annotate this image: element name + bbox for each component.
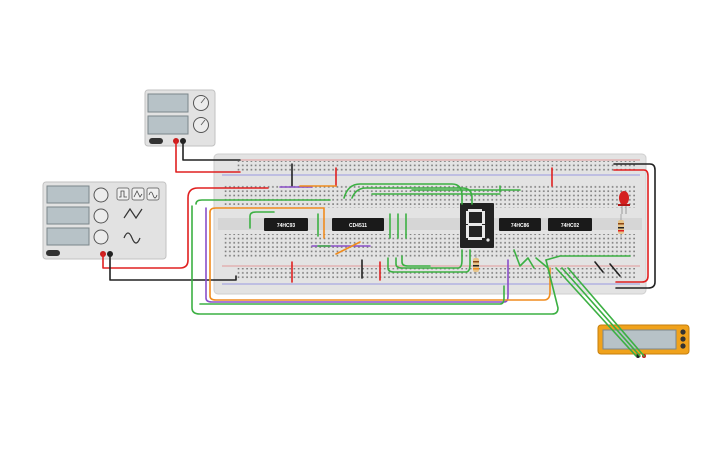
offset-display bbox=[46, 227, 90, 246]
offset-knob[interactable] bbox=[93, 229, 109, 245]
power-supply[interactable] bbox=[144, 89, 216, 147]
square-wave-button[interactable] bbox=[116, 187, 130, 201]
wires bbox=[102, 140, 656, 357]
wire-black[interactable] bbox=[109, 253, 237, 281]
ic-body bbox=[332, 218, 384, 231]
wire-green[interactable] bbox=[395, 249, 463, 269]
fg-power-switch[interactable] bbox=[46, 250, 60, 256]
wire-red[interactable] bbox=[102, 187, 269, 269]
wire-orange[interactable] bbox=[209, 207, 325, 239]
wire-black[interactable] bbox=[182, 140, 241, 161]
mode-voltage-button[interactable] bbox=[680, 336, 686, 342]
resistor-band bbox=[618, 227, 624, 229]
resistor-band bbox=[618, 230, 624, 232]
segments bbox=[466, 209, 490, 242]
voltage-display bbox=[147, 93, 189, 113]
wire-black[interactable] bbox=[613, 163, 656, 289]
triangle-wave-icon bbox=[133, 190, 143, 198]
resistor-band bbox=[473, 268, 479, 270]
wire-purple[interactable] bbox=[205, 207, 509, 303]
mode-current-button[interactable] bbox=[680, 329, 686, 335]
resistor-band bbox=[473, 265, 479, 267]
resistor-band bbox=[473, 261, 479, 263]
resistor[interactable] bbox=[473, 254, 479, 275]
wire-green[interactable] bbox=[555, 267, 637, 357]
red-led[interactable] bbox=[618, 191, 630, 214]
amplitude-knob[interactable] bbox=[93, 208, 109, 224]
power-switch[interactable] bbox=[149, 138, 163, 144]
led-body bbox=[619, 191, 629, 205]
frequency-display bbox=[46, 185, 90, 204]
ic-label: CD4511 bbox=[349, 223, 367, 229]
wire-green[interactable] bbox=[567, 267, 645, 357]
wire-green[interactable] bbox=[387, 249, 471, 273]
ic-74hc93[interactable]: 74HC93 bbox=[264, 218, 308, 231]
voltage-knob-marker bbox=[200, 97, 206, 104]
wire-green[interactable] bbox=[199, 285, 505, 305]
lower-terminal-holes bbox=[224, 234, 636, 258]
wire-orange[interactable] bbox=[335, 241, 361, 255]
top-rail-holes bbox=[236, 161, 636, 173]
bottom-rail-holes bbox=[236, 268, 636, 280]
ic-cd4511[interactable]: CD4511 bbox=[332, 218, 384, 231]
ic-body bbox=[264, 218, 308, 231]
ic-label: 74HC86 bbox=[511, 223, 530, 229]
amplitude-display bbox=[46, 206, 90, 225]
ic-74hc02[interactable]: 74HC02 bbox=[548, 218, 592, 231]
wire-green[interactable] bbox=[195, 199, 331, 205]
wire-green[interactable] bbox=[191, 205, 559, 315]
ic-label: 74HC93 bbox=[277, 223, 296, 229]
wire-black[interactable] bbox=[594, 261, 604, 273]
sine-wave-large-icon bbox=[123, 232, 141, 244]
seven-segment-display[interactable] bbox=[460, 203, 494, 248]
triangle-wave-large-icon bbox=[123, 207, 143, 220]
ic-74hc86[interactable]: 74HC86 bbox=[499, 218, 541, 231]
square-wave-icon bbox=[119, 190, 127, 198]
ic-body bbox=[499, 218, 541, 231]
wire-green[interactable] bbox=[561, 267, 641, 357]
resistor[interactable] bbox=[618, 214, 624, 238]
wire-orange[interactable] bbox=[209, 211, 551, 301]
current-knob-marker bbox=[200, 119, 206, 126]
wire-green[interactable] bbox=[545, 255, 631, 261]
led-base bbox=[618, 204, 630, 206]
wire-red[interactable] bbox=[613, 169, 649, 283]
wire-green[interactable] bbox=[535, 257, 549, 269]
frequency-knob[interactable] bbox=[93, 187, 109, 203]
mode-resistance-button[interactable] bbox=[680, 343, 686, 349]
wire-green[interactable] bbox=[401, 255, 431, 267]
triangle-wave-button[interactable] bbox=[131, 187, 145, 201]
wire-red[interactable] bbox=[175, 140, 241, 173]
sine-wave-icon bbox=[148, 191, 158, 199]
function-generator[interactable] bbox=[42, 181, 167, 260]
wire-green[interactable] bbox=[249, 211, 275, 229]
ic-label: 74HC02 bbox=[561, 223, 580, 229]
wire-green[interactable] bbox=[513, 249, 535, 269]
wire-green[interactable] bbox=[343, 183, 463, 205]
resistor-band bbox=[618, 223, 624, 225]
current-display bbox=[147, 115, 189, 135]
wire-black[interactable] bbox=[609, 263, 621, 277]
ic-body bbox=[548, 218, 592, 231]
